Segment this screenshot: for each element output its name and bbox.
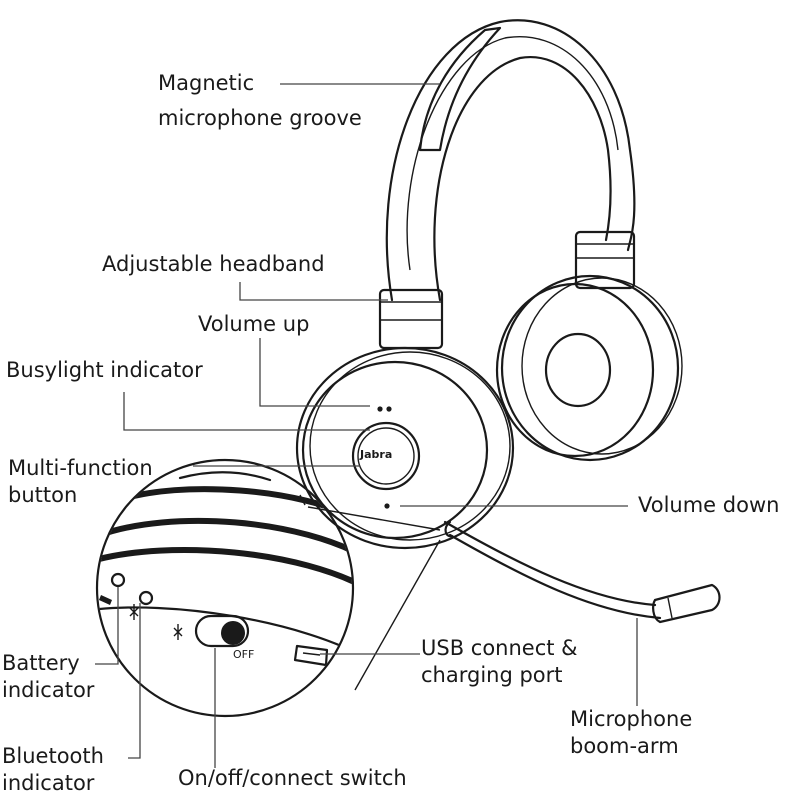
bluetooth-led — [138, 590, 154, 606]
label-multi-function-line1: Multi-function — [8, 456, 153, 480]
multi-function-button — [351, 421, 421, 491]
label-bluetooth-line2: indicator — [2, 771, 95, 795]
headband — [378, 19, 636, 350]
microphone-boom-arm — [443, 520, 721, 624]
label-bluetooth: Bluetooth indicator — [2, 743, 104, 797]
label-magnetic-line1: Magnetic — [158, 71, 255, 95]
label-magnetic-groove: Magnetic microphone groove — [158, 70, 362, 132]
label-adjustable-headband: Adjustable headband — [102, 252, 325, 276]
zoom-detail — [95, 458, 355, 718]
label-battery-line2: indicator — [2, 678, 95, 702]
label-magnetic-line2: microphone groove — [158, 106, 362, 130]
bluetooth-switch-icon — [173, 624, 183, 640]
label-volume-up: Volume up — [198, 312, 310, 336]
usb-port-icon — [293, 644, 329, 667]
label-boom-line1: Microphone — [570, 707, 693, 731]
label-multi-function-line2: button — [8, 483, 78, 507]
bluetooth-icon — [129, 604, 139, 620]
headband-slider-right — [574, 230, 636, 290]
battery-led — [110, 572, 126, 588]
volume-up-dots — [377, 406, 383, 412]
label-battery-line1: Battery — [2, 651, 80, 675]
off-label: OFF — [233, 648, 255, 661]
right-earcup — [495, 274, 683, 462]
on-off-switch — [194, 614, 250, 648]
label-bluetooth-line1: Bluetooth — [2, 744, 104, 768]
volume-down-dot — [384, 503, 390, 509]
label-boom-line2: boom-arm — [570, 734, 679, 758]
label-usb-port: USB connect & charging port — [421, 635, 578, 689]
left-earcup — [295, 346, 515, 550]
brand-logo-text: Jabra — [360, 448, 393, 461]
leader-lines — [95, 83, 638, 768]
label-busylight: Busylight indicator — [6, 358, 203, 382]
headband-slider-left — [378, 288, 444, 350]
label-volume-down: Volume down — [638, 493, 780, 517]
label-boom-arm: Microphone boom-arm — [570, 706, 692, 760]
label-battery: Battery indicator — [2, 650, 94, 704]
magnetic-groove — [418, 26, 502, 152]
label-on-off-switch: On/off/connect switch — [178, 766, 407, 790]
label-usb-line2: charging port — [421, 663, 563, 687]
label-multi-function: Multi-function button — [8, 455, 153, 509]
label-usb-line1: USB connect & — [421, 636, 578, 660]
battery-icon — [99, 595, 112, 605]
